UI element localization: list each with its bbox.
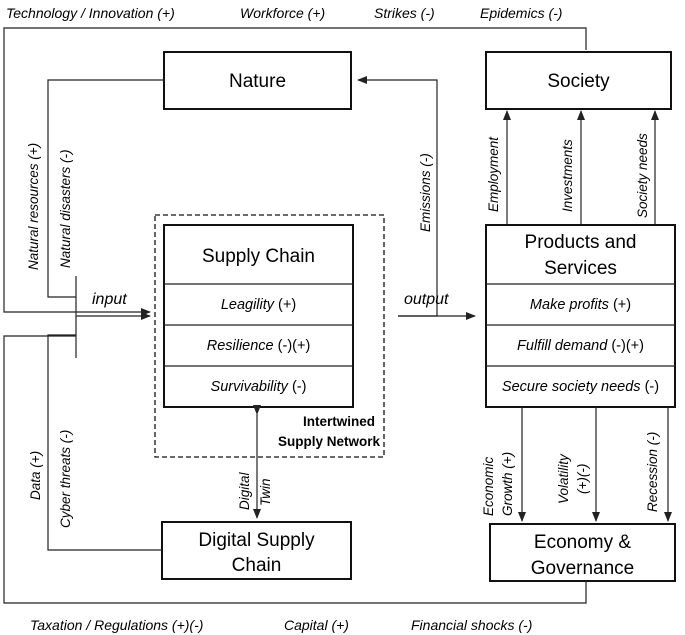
output-label: output bbox=[404, 291, 449, 308]
nature-input-line bbox=[47, 79, 164, 298]
data-label: Data (+) bbox=[28, 451, 43, 500]
employment-label: Employment bbox=[486, 136, 501, 212]
volatility-line2: (+)(-) bbox=[575, 464, 590, 494]
bottom-factor-capital: Capital (+) bbox=[284, 617, 349, 633]
recession-label: Recession (-) bbox=[645, 432, 660, 512]
digital-sc-line2: Chain bbox=[232, 555, 282, 576]
top-factor-strikes: Strikes (-) bbox=[374, 5, 435, 21]
cyber-threats-label: Cyber threats (-) bbox=[58, 430, 73, 528]
products-title-line1: Products and bbox=[525, 232, 637, 253]
supply-chain-row-leagility: Leagility (+) bbox=[221, 297, 296, 313]
supply-chain-title: Supply Chain bbox=[202, 246, 315, 267]
society-title: Society bbox=[547, 71, 610, 92]
outer-bottom-loop bbox=[3, 335, 587, 604]
growth-line2: Growth (+) bbox=[500, 452, 515, 516]
economy-line1: Economy & bbox=[534, 532, 631, 553]
natural-resources-label: Natural resources (+) bbox=[26, 143, 41, 270]
network-label-line1: Intertwined bbox=[303, 414, 375, 429]
products-title-line2: Services bbox=[544, 258, 617, 279]
input-label: input bbox=[92, 291, 127, 308]
digital-input-line bbox=[47, 334, 162, 551]
bottom-factor-financial-shocks: Financial shocks (-) bbox=[411, 617, 532, 633]
natural-disasters-label: Natural disasters (-) bbox=[58, 149, 73, 268]
supply-chain-row-survivability: Survivability (-) bbox=[211, 379, 307, 395]
nature-title: Nature bbox=[229, 71, 286, 92]
products-row-make-profits: Make profits (+) bbox=[530, 297, 631, 313]
digital-supply-chain-box bbox=[161, 521, 352, 580]
outer-top-loop bbox=[3, 27, 587, 316]
top-factor-epidemics: Epidemics (-) bbox=[480, 5, 562, 21]
intertwined-network-border bbox=[154, 214, 385, 458]
economy-line2: Governance bbox=[531, 558, 635, 579]
products-services-box bbox=[485, 224, 676, 408]
society-box bbox=[485, 51, 672, 110]
investments-label: Investments bbox=[560, 139, 575, 212]
digital-twin-line1: Digital bbox=[237, 471, 252, 510]
products-row-fulfill-demand: Fulfill demand (-)(+) bbox=[517, 338, 644, 354]
growth-line1: Economic bbox=[481, 456, 496, 516]
products-row-secure-needs: Secure society needs (-) bbox=[502, 379, 659, 395]
top-factor-workforce: Workforce (+) bbox=[240, 5, 325, 21]
bottom-factor-taxation: Taxation / Regulations (+)(-) bbox=[30, 617, 203, 633]
digital-twin-line2: Twin bbox=[258, 478, 273, 506]
network-label-line2: Supply Network bbox=[278, 434, 381, 449]
economy-governance-box bbox=[489, 523, 676, 582]
society-needs-label: Society needs bbox=[635, 133, 650, 218]
nature-box bbox=[163, 51, 352, 110]
emissions-label: Emissions (-) bbox=[418, 153, 433, 232]
digital-sc-line1: Digital Supply bbox=[198, 530, 315, 551]
volatility-line1: Volatility bbox=[556, 453, 571, 504]
supply-chain-row-resilience: Resilience (-)(+) bbox=[207, 338, 311, 354]
top-factor-technology: Technology / Innovation (+) bbox=[6, 5, 175, 21]
